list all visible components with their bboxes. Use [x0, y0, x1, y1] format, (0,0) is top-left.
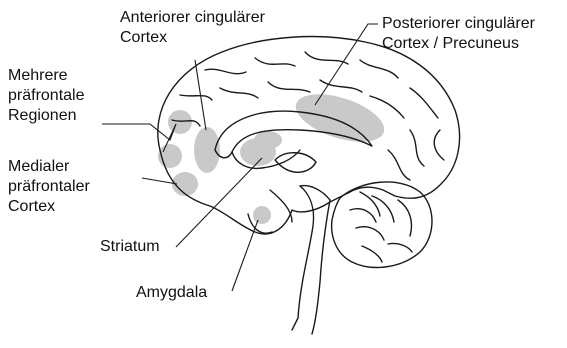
region-amygdala: [253, 206, 271, 224]
label-striatum: Striatum: [100, 237, 160, 257]
leader-prefrontal: [102, 124, 176, 152]
label-medial-prefrontal: Medialer präfrontaler Cortex: [8, 157, 90, 217]
label-multiple-prefrontal: Mehrere präfrontale Regionen: [8, 66, 85, 126]
label-acc-line2: Cortex: [120, 28, 265, 48]
label-posterior-cingulate: Posteriorer cingulärer Cortex / Precuneu…: [382, 14, 535, 54]
label-acc-line1: Anteriorer cingulärer: [120, 8, 265, 28]
label-pcc-line1: Posteriorer cingulärer: [382, 14, 535, 34]
region-posterior-cingulate: [290, 85, 390, 151]
region-prefrontal-upper: [168, 110, 192, 134]
leader-striatum: [176, 158, 262, 247]
label-mpfc-line1: Medialer: [8, 157, 90, 177]
label-multi-line2: präfrontale: [8, 86, 85, 106]
label-anterior-cingulate: Anteriorer cingulärer Cortex: [120, 8, 265, 48]
label-mpfc-line2: präfrontaler: [8, 177, 90, 197]
brainstem: [292, 186, 330, 334]
highlight-regions: [158, 85, 390, 224]
label-multi-line3: Regionen: [8, 106, 85, 126]
leader-amygdala: [232, 220, 258, 291]
label-pcc-line2: Cortex / Precuneus: [382, 34, 535, 54]
region-caudate: [254, 131, 282, 149]
leader-acc: [195, 60, 206, 130]
region-anterior-cingulate: [194, 127, 220, 173]
label-amygdala: Amygdala: [136, 283, 207, 303]
label-multi-line1: Mehrere: [8, 66, 85, 86]
label-mpfc-line3: Cortex: [8, 197, 90, 217]
cerebellum: [332, 182, 432, 267]
